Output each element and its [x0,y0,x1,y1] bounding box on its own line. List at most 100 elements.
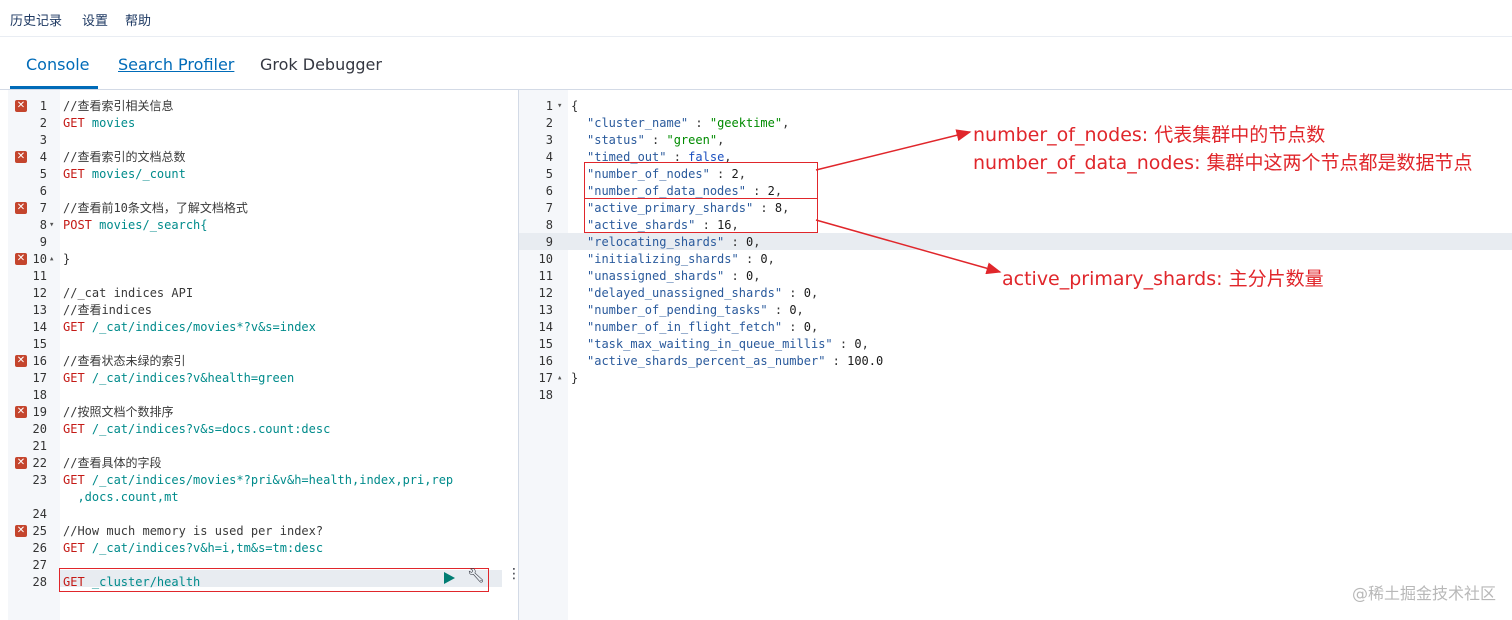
response-line: "status" : "green", [587,133,725,147]
line-number: 7 [39,201,47,215]
error-x-icon[interactable]: ✕ [15,457,27,469]
response-line-number: 1 [545,99,553,113]
line-number: 6 [39,184,47,198]
line-number: 18 [32,388,47,402]
vertical-dots-icon[interactable]: ⋮ [507,566,521,582]
request-line[interactable]: GET movies/_count [63,167,186,181]
line-number: 13 [32,303,47,317]
request-line[interactable]: GET /_cat/indices?v&health=green [63,371,295,385]
error-x-icon[interactable]: ✕ [15,100,27,112]
fold-toggle-icon[interactable]: ▴ [557,373,563,383]
request-line[interactable]: ,docs.count,mt [63,490,179,504]
annotation-nodes-line2: number_of_data_nodes: 集群中这两个节点都是数据节点 [973,152,1473,174]
line-number: 22 [32,456,47,470]
request-line[interactable]: //查看具体的字段 [63,456,162,470]
tab-grok-debugger[interactable]: Grok Debugger [260,55,382,74]
response-line-number: 2 [545,116,553,130]
nodes-arrow [815,129,972,171]
error-x-icon[interactable]: ✕ [15,151,27,163]
fold-toggle-icon[interactable]: ▾ [557,101,563,111]
response-line: "relocating_shards" : 0, [587,235,761,249]
line-number: 2 [39,116,47,130]
line-number: 11 [32,269,47,283]
response-line-number: 9 [545,235,553,249]
request-line[interactable]: //按照文档个数排序 [63,405,174,419]
active-line-highlight [60,570,502,587]
response-line: "task_max_waiting_in_queue_millis" : 0, [587,337,869,351]
line-number: 17 [32,371,47,385]
response-line: "cluster_name" : "geektime", [587,116,790,130]
line-number: 14 [32,320,47,334]
line-number: 21 [32,439,47,453]
response-line-number: 10 [538,252,553,266]
response-line-number: 4 [545,150,553,164]
request-line[interactable]: //_cat indices API [63,286,194,300]
response-line-number: 5 [545,167,553,181]
request-line[interactable]: GET /_cat/indices/movies*?v&s=index [63,320,316,334]
request-line[interactable]: GET /_cat/indices?v&h=i,tm&s=tm:desc [63,541,324,555]
response-line: "initializing_shards" : 0, [587,252,775,266]
error-x-icon[interactable]: ✕ [15,202,27,214]
wrench-icon[interactable]: 🔧︎ [467,568,485,584]
tab-bar: Console Search Profiler Grok Debugger [0,37,1512,90]
request-line[interactable]: GET /_cat/indices?v&s=docs.count:desc [63,422,331,436]
line-number: 25 [32,524,47,538]
response-line: "number_of_nodes" : 2, [587,167,746,181]
line-number: 10 [32,252,47,266]
line-number: 16 [32,354,47,368]
line-number: 24 [32,507,47,521]
menu-history[interactable]: 历史记录 [10,14,63,29]
request-line[interactable]: } [63,252,71,266]
annotation-shards: active_primary_shards: 主分片数量 [1002,268,1324,290]
error-x-icon[interactable]: ✕ [15,253,27,265]
shards-highlight-box [584,198,818,233]
top-menu-bar: 历史记录 设置 帮助 [0,0,1512,37]
active-tab-indicator [10,86,98,89]
request-line[interactable]: //查看索引相关信息 [63,99,174,113]
line-number: 1 [39,99,47,113]
request-line[interactable]: GET _cluster/health [63,575,201,589]
line-number: 23 [32,473,47,487]
response-line-number: 6 [545,184,553,198]
line-number: 3 [39,133,47,147]
response-line: "active_primary_shards" : 8, [587,201,790,215]
line-number: 15 [32,337,47,351]
response-line: "delayed_unassigned_shards" : 0, [587,286,819,300]
request-line[interactable]: //How much memory is used per index? [63,524,324,538]
response-line-number: 11 [538,269,553,283]
error-x-icon[interactable]: ✕ [15,406,27,418]
response-line: } [571,371,579,385]
line-number: 9 [39,235,47,249]
fold-toggle-icon[interactable]: ▾ [49,220,55,230]
response-line-number: 13 [538,303,553,317]
response-active-line [519,233,1512,250]
request-line[interactable]: GET /_cat/indices/movies*?pri&v&h=health… [63,473,454,487]
error-x-icon[interactable]: ✕ [15,525,27,537]
tab-search-profiler[interactable]: Search Profiler [118,55,235,74]
response-line: "unassigned_shards" : 0, [587,269,761,283]
request-line[interactable]: //查看索引的文档总数 [63,150,186,164]
line-number: 19 [32,405,47,419]
play-icon[interactable] [444,572,455,584]
request-line[interactable]: //查看状态未绿的索引 [63,354,186,368]
menu-settings[interactable]: 设置 [82,14,109,29]
line-number: 27 [32,558,47,572]
response-line-number: 14 [538,320,553,334]
response-line: "active_shards" : 16, [587,218,739,232]
line-number: 4 [39,150,47,164]
response-gutter [519,90,568,620]
request-line[interactable]: POST movies/_search{ [63,218,208,232]
response-line: "number_of_data_nodes" : 2, [587,184,783,198]
error-x-icon[interactable]: ✕ [15,355,27,367]
request-line[interactable]: //查看indices [63,303,153,317]
request-line[interactable]: GET movies [63,116,136,130]
fold-toggle-icon[interactable]: ▴ [49,254,55,264]
tab-console[interactable]: Console [26,55,90,74]
menu-help[interactable]: 帮助 [125,14,152,29]
response-line: { [571,99,579,113]
response-line: "number_of_in_flight_fetch" : 0, [587,320,819,334]
response-line-number: 7 [545,201,553,215]
request-line[interactable]: //查看前10条文档，了解文档格式 [63,201,248,215]
